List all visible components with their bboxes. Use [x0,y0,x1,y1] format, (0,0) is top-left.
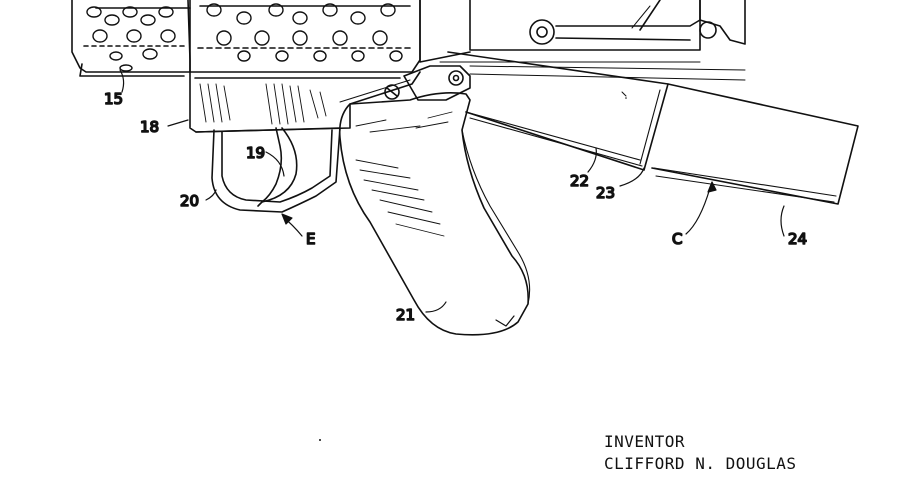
ref-numeral-15: 15 [104,90,123,108]
inventor-block: INVENTOR CLIFFORD N. DOUGLAS [604,431,797,475]
ref-numeral-22: 22 [570,172,589,190]
ref-numeral-23: 23 [596,184,615,202]
trigger-guard [211,127,341,213]
inventor-heading: INVENTOR [604,432,686,451]
ref-numeral-24: 24 [788,230,807,248]
folding-stock [447,51,859,205]
inventor-name: CLIFFORD N. DOUGLAS [604,454,797,473]
ref-numeral-21: 21 [396,306,415,324]
ref-letter-c: C [672,230,682,248]
trigger-housing [189,65,471,133]
pistol-grip [338,92,531,336]
ref-numeral-20: 20 [180,192,199,210]
trigger [257,127,298,207]
leader-lines [119,69,785,313]
ref-letter-e: E [306,230,315,248]
ref-numeral-18: 18 [140,118,159,136]
handguard-receiver [71,0,746,81]
ref-numeral-19: 19 [246,144,265,162]
